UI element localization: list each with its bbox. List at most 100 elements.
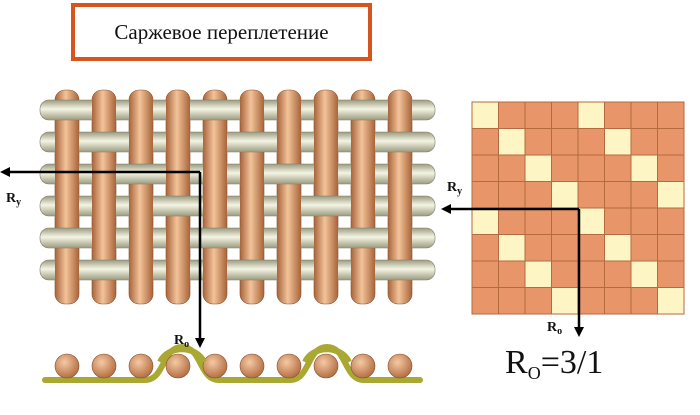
grid-cell-warp-overlap (551, 154, 579, 182)
grid-cell-weft-overlap (551, 287, 579, 315)
warp-float (240, 162, 264, 186)
weft-thread (39, 259, 436, 281)
warp-cross-section (165, 353, 191, 379)
grid-cell-warp-overlap (657, 207, 685, 235)
weft-thread (39, 131, 436, 153)
warp-float (277, 194, 301, 218)
warp-float (351, 130, 375, 154)
grid-cell-weft-overlap (498, 128, 526, 156)
warp-float (388, 194, 412, 218)
warp-cross-section (387, 353, 413, 379)
warp-float (203, 162, 227, 186)
cross-section (42, 343, 423, 383)
warp-float (203, 130, 227, 154)
grid-cell-warp-overlap (524, 207, 552, 235)
warp-float (55, 162, 79, 186)
warp-float (314, 162, 338, 186)
warp-float (351, 258, 375, 282)
warp-float (277, 98, 301, 122)
grid-cell-warp-overlap (498, 260, 526, 288)
warp-float (166, 258, 190, 282)
warp-float (129, 226, 153, 250)
grid-cell-warp-overlap (471, 154, 499, 182)
warp-float (277, 258, 301, 282)
repeat-formula: RO=3/1 (505, 344, 604, 383)
grid-cell-warp-overlap (577, 128, 605, 156)
grid-cell-warp-overlap (604, 207, 632, 235)
warp-float (166, 130, 190, 154)
grid-cell-weft-overlap (498, 234, 526, 262)
grid-cell-warp-overlap (524, 181, 552, 209)
grid-cell-warp-overlap (604, 181, 632, 209)
grid-cell-warp-overlap (524, 101, 552, 129)
warp-float (92, 194, 116, 218)
warp-float (92, 98, 116, 122)
warp-float (240, 194, 264, 218)
warp-float (55, 130, 79, 154)
grid-cell-warp-overlap (471, 287, 499, 315)
grid-cell-weft-overlap (657, 287, 685, 315)
warp-float (240, 226, 264, 250)
warp-float (129, 258, 153, 282)
ro-right-label: Rо (547, 320, 562, 337)
warp-float (351, 162, 375, 186)
grid-cell-weft-overlap (551, 181, 579, 209)
grid-cell-warp-overlap (630, 128, 658, 156)
warp-float (277, 130, 301, 154)
grid-cell-weft-overlap (630, 154, 658, 182)
warp-float (166, 98, 190, 122)
grid-cell-warp-overlap (471, 181, 499, 209)
ry-left-label: Rу (6, 191, 21, 208)
grid-cell-warp-overlap (551, 234, 579, 262)
warp-cross-section (54, 353, 80, 379)
warp-cross-section (350, 353, 376, 379)
grid-cell-warp-overlap (551, 128, 579, 156)
warp-float (129, 98, 153, 122)
grid-cell-warp-overlap (604, 154, 632, 182)
grid-cell-warp-overlap (551, 207, 579, 235)
figure-title: Саржевое переплетение (114, 19, 329, 44)
warp-float (203, 258, 227, 282)
grid-cell-warp-overlap (471, 128, 499, 156)
grid-cell-warp-overlap (471, 234, 499, 262)
warp-float (388, 162, 412, 186)
grid-cell-weft-overlap (577, 101, 605, 129)
warp-float (277, 226, 301, 250)
grid-cell-warp-overlap (471, 260, 499, 288)
grid-cell-warp-overlap (577, 154, 605, 182)
weft-over-segment (302, 346, 352, 364)
grid-cell-warp-overlap (498, 207, 526, 235)
grid-cell-warp-overlap (604, 260, 632, 288)
grid-cell-warp-overlap (657, 260, 685, 288)
grid-cell-warp-overlap (524, 287, 552, 315)
grid-cell-warp-overlap (604, 101, 632, 129)
warp-float (388, 98, 412, 122)
grid-cell-warp-overlap (604, 287, 632, 315)
warp-float (166, 226, 190, 250)
grid-cell-warp-overlap (498, 181, 526, 209)
grid-cell-weft-overlap (524, 260, 552, 288)
grid-cell-warp-overlap (630, 234, 658, 262)
grid-cell-weft-overlap (577, 207, 605, 235)
warp-float (92, 226, 116, 250)
warp-float (129, 194, 153, 218)
ro-left-label: Rо (174, 333, 189, 350)
warp-float (55, 258, 79, 282)
title-box: Саржевое переплетение (71, 3, 372, 61)
grid-cell-warp-overlap (630, 181, 658, 209)
grid-cell-warp-overlap (630, 287, 658, 315)
warp-float (388, 226, 412, 250)
grid-cell-weft-overlap (630, 260, 658, 288)
warp-cross-section (313, 353, 339, 379)
grid-cell-weft-overlap (471, 101, 499, 129)
grid-cell-warp-overlap (630, 101, 658, 129)
ry-right-label: Rу (447, 180, 462, 197)
grid-cell-warp-overlap (551, 260, 579, 288)
grid-cell-warp-overlap (657, 128, 685, 156)
grid-cell-weft-overlap (604, 128, 632, 156)
warp-float (129, 130, 153, 154)
grid-cell-warp-overlap (498, 287, 526, 315)
warp-float (314, 258, 338, 282)
grid-cell-warp-overlap (524, 128, 552, 156)
